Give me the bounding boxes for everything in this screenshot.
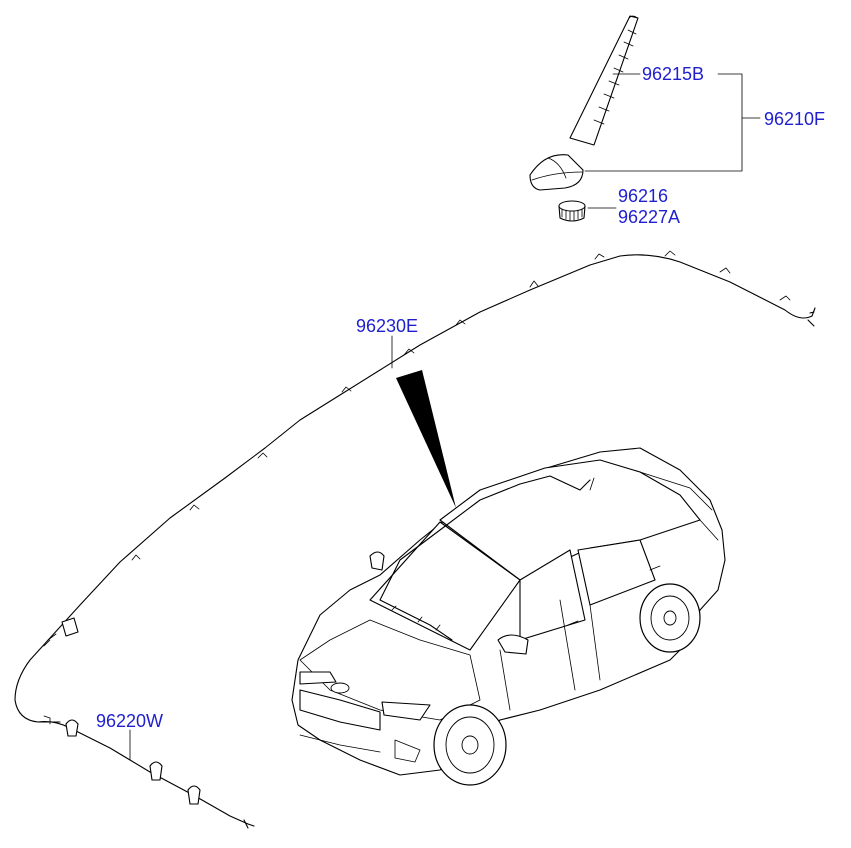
roof-antenna-harness [14,250,816,723]
car-illustration [291,447,726,786]
label-96220W: 96220W [96,711,163,731]
feeder-cable [37,715,255,829]
feeder-clips [43,715,201,805]
antenna-rod [569,15,639,146]
front-wheel [433,704,507,786]
antenna-base [529,154,584,191]
label-96216: 96216 [618,186,668,206]
harness-connector [43,617,79,647]
callout-pointer [396,370,456,508]
harness-clips [131,250,791,561]
label-96210F: 96210F [764,109,825,129]
label-96230E: 96230E [356,316,418,336]
label-96215B: 96215B [642,64,704,84]
rear-wheel [639,583,701,653]
antenna-nut [558,200,586,222]
label-96227A: 96227A [618,207,680,227]
antenna-assembly [529,15,761,222]
